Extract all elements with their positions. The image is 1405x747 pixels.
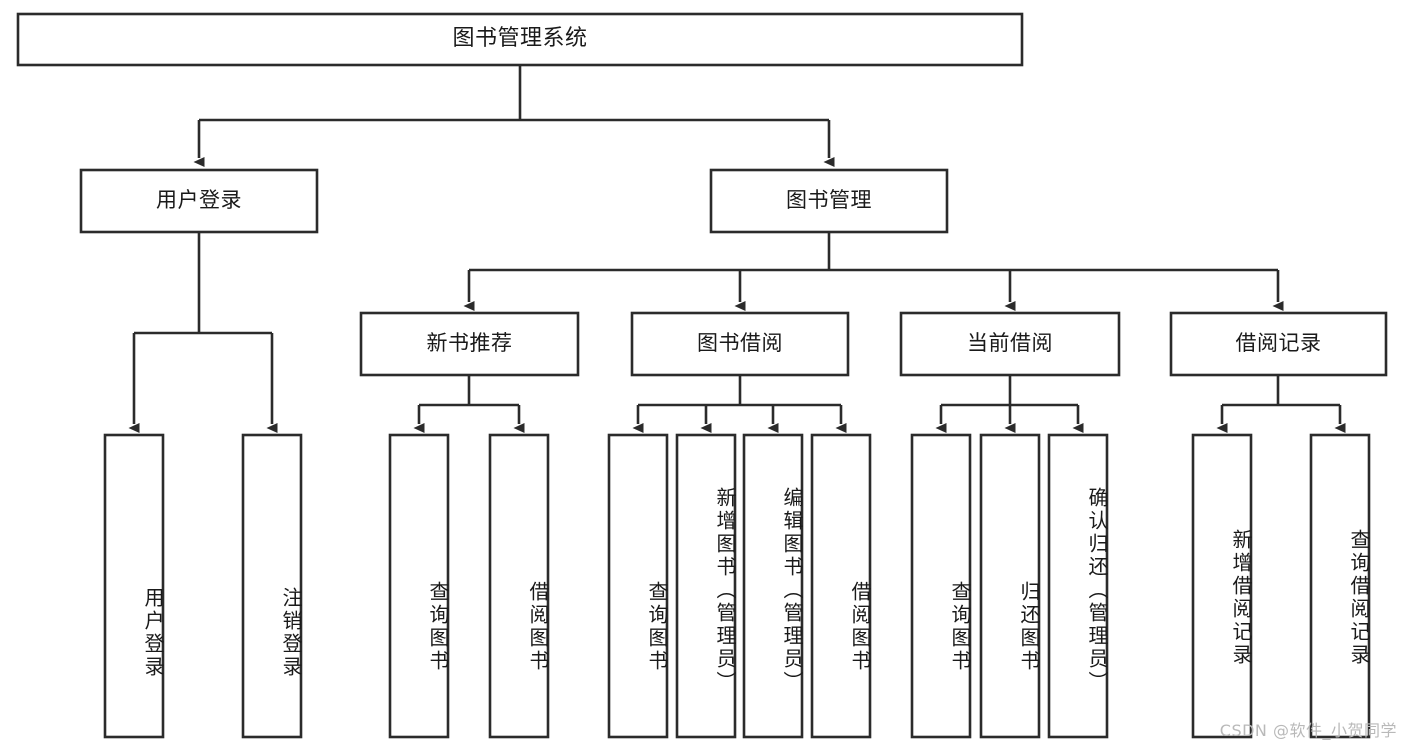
node-leaf-edit-book-box[interactable] — [742, 433, 804, 739]
node-borrow-record-box[interactable] — [1169, 311, 1388, 377]
node-leaf-add-record-box[interactable] — [1191, 433, 1253, 739]
node-root-box[interactable] — [16, 12, 1024, 67]
node-leaf-add-book-box[interactable] — [675, 433, 737, 739]
node-leaf-confirm-return-box[interactable] — [1047, 433, 1109, 739]
node-leaf-query-book-2-box[interactable] — [607, 433, 669, 739]
node-new-book-box[interactable] — [359, 311, 580, 377]
node-leaf-query-book-3-box[interactable] — [910, 433, 972, 739]
node-book-manage-box[interactable] — [709, 168, 949, 234]
node-leaf-query-book-1-box[interactable] — [388, 433, 450, 739]
node-leaf-borrow-book-1-box[interactable] — [488, 433, 550, 739]
node-book-borrow-box[interactable] — [630, 311, 850, 377]
node-leaf-query-record-box[interactable] — [1309, 433, 1371, 739]
watermark-label: CSDN @软件_小贺同学 — [1219, 721, 1397, 740]
node-leaf-user-login-box[interactable] — [103, 433, 165, 739]
node-leaf-borrow-book-2-box[interactable] — [810, 433, 872, 739]
node-leaf-return-book-box[interactable] — [979, 433, 1041, 739]
node-current-borrow-box[interactable] — [899, 311, 1121, 377]
node-leaf-logout-box[interactable] — [241, 433, 303, 739]
node-user-login-box[interactable] — [79, 168, 319, 234]
